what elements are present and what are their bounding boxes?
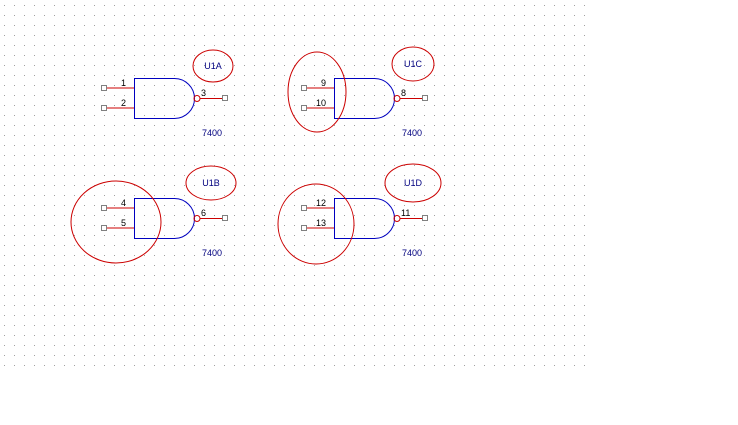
gate-u1b[interactable]: 4 5 6 7400 U1B: [101, 178, 228, 258]
pin-terminal[interactable]: [101, 205, 107, 211]
pin-number: 8: [401, 88, 406, 98]
pin-terminal[interactable]: [301, 205, 307, 211]
input-highlight-circle: [70, 180, 162, 264]
part-value: 7400: [402, 248, 422, 258]
input-highlight-circle: [287, 51, 347, 133]
gates-layer: 1237400U1A91087400U1C4567400U1B121311740…: [101, 59, 428, 258]
pin-terminal[interactable]: [222, 95, 228, 101]
pin-number: 12: [316, 198, 326, 208]
gate-u1c[interactable]: 9 10 8 7400 U1C: [301, 59, 428, 138]
nand-gate-body[interactable]: [334, 78, 395, 119]
pin-number: 13: [316, 218, 326, 228]
part-value: 7400: [202, 128, 222, 138]
pin-number: 2: [121, 98, 126, 108]
nand-gate-body[interactable]: [134, 198, 195, 239]
ref-highlight-circle: [192, 49, 234, 83]
ref-highlight-circle: [185, 165, 237, 201]
grid-dots: [4, 5, 585, 366]
pin-number: 5: [121, 218, 126, 228]
reference-designator: U1B: [202, 178, 220, 188]
pin-number: 1: [121, 78, 126, 88]
pin-number: 6: [201, 208, 206, 218]
pin-terminal[interactable]: [301, 105, 307, 111]
pin-terminal[interactable]: [101, 85, 107, 91]
pin-number: 10: [316, 98, 326, 108]
reference-designator: U1C: [404, 59, 423, 69]
part-value: 7400: [202, 248, 222, 258]
pin-terminal[interactable]: [422, 95, 428, 101]
nand-gate-body[interactable]: [134, 78, 195, 119]
pin-terminal[interactable]: [101, 225, 107, 231]
annotation-circles: [70, 46, 442, 265]
ref-highlight-circle: [384, 163, 442, 203]
gate-u1a[interactable]: 1 2 3 7400 U1A: [101, 61, 228, 138]
pin-terminal[interactable]: [301, 85, 307, 91]
input-highlight-circle: [277, 183, 355, 265]
pin-number: 4: [121, 198, 126, 208]
gate-u1d[interactable]: 12 13 11 7400 U1D: [301, 178, 428, 258]
nand-gate-body[interactable]: [334, 198, 395, 239]
pin-terminal[interactable]: [422, 215, 428, 221]
pin-number: 11: [401, 208, 410, 218]
pin-terminal[interactable]: [301, 225, 307, 231]
part-value: 7400: [402, 128, 422, 138]
pin-terminal[interactable]: [101, 105, 107, 111]
reference-designator: U1A: [204, 61, 222, 71]
reference-designator: U1D: [404, 178, 423, 188]
pin-terminal[interactable]: [222, 215, 228, 221]
ref-highlight-circle: [391, 46, 435, 82]
pin-number: 3: [201, 88, 206, 98]
pin-number: 9: [321, 78, 326, 88]
